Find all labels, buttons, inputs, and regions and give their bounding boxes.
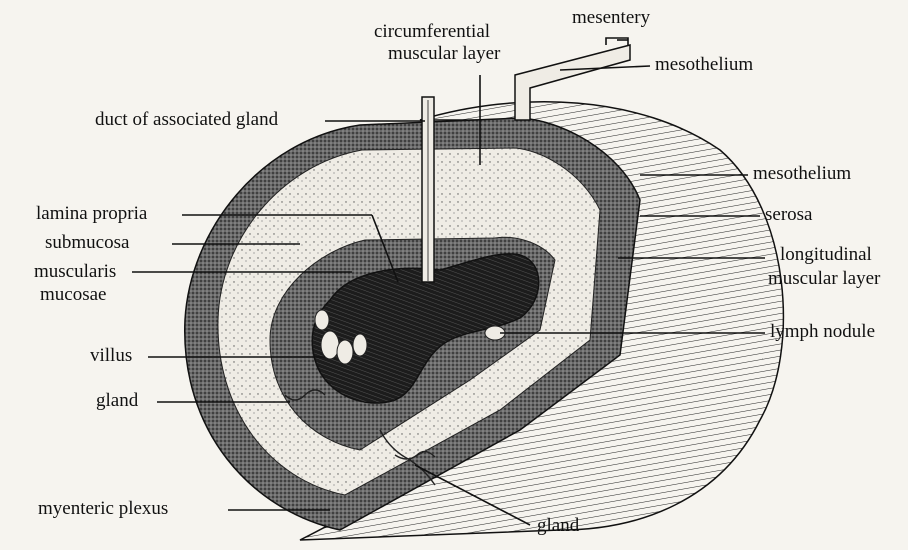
label-longitudinal-1: longitudinal — [780, 245, 872, 265]
label-duct: duct of associated gland — [95, 110, 278, 130]
label-mesothelium-right: mesothelium — [753, 164, 851, 184]
label-lymph-nodule: lymph nodule — [770, 322, 875, 342]
label-myenteric-plexus: myenteric plexus — [38, 499, 168, 519]
label-longitudinal-2: muscular layer — [768, 269, 880, 289]
gland-duct — [422, 97, 434, 282]
label-serosa: serosa — [765, 205, 812, 225]
label-submucosa: submucosa — [45, 233, 129, 253]
label-lamina-propria: lamina propria — [36, 204, 147, 224]
label-mesentery: mesentery — [572, 8, 650, 28]
label-mesothelium-top: mesothelium — [655, 55, 753, 75]
label-circumferential-1: circumferential — [374, 22, 490, 42]
label-gland-bottom: gland — [537, 516, 579, 536]
label-circumferential-2: muscular layer — [388, 44, 500, 64]
mesentery-bracket — [606, 38, 628, 45]
label-villus: villus — [90, 346, 132, 366]
label-muscularis-1: muscularis — [34, 262, 116, 282]
label-gland-left: gland — [96, 391, 138, 411]
label-muscularis-2: mucosae — [40, 285, 106, 305]
